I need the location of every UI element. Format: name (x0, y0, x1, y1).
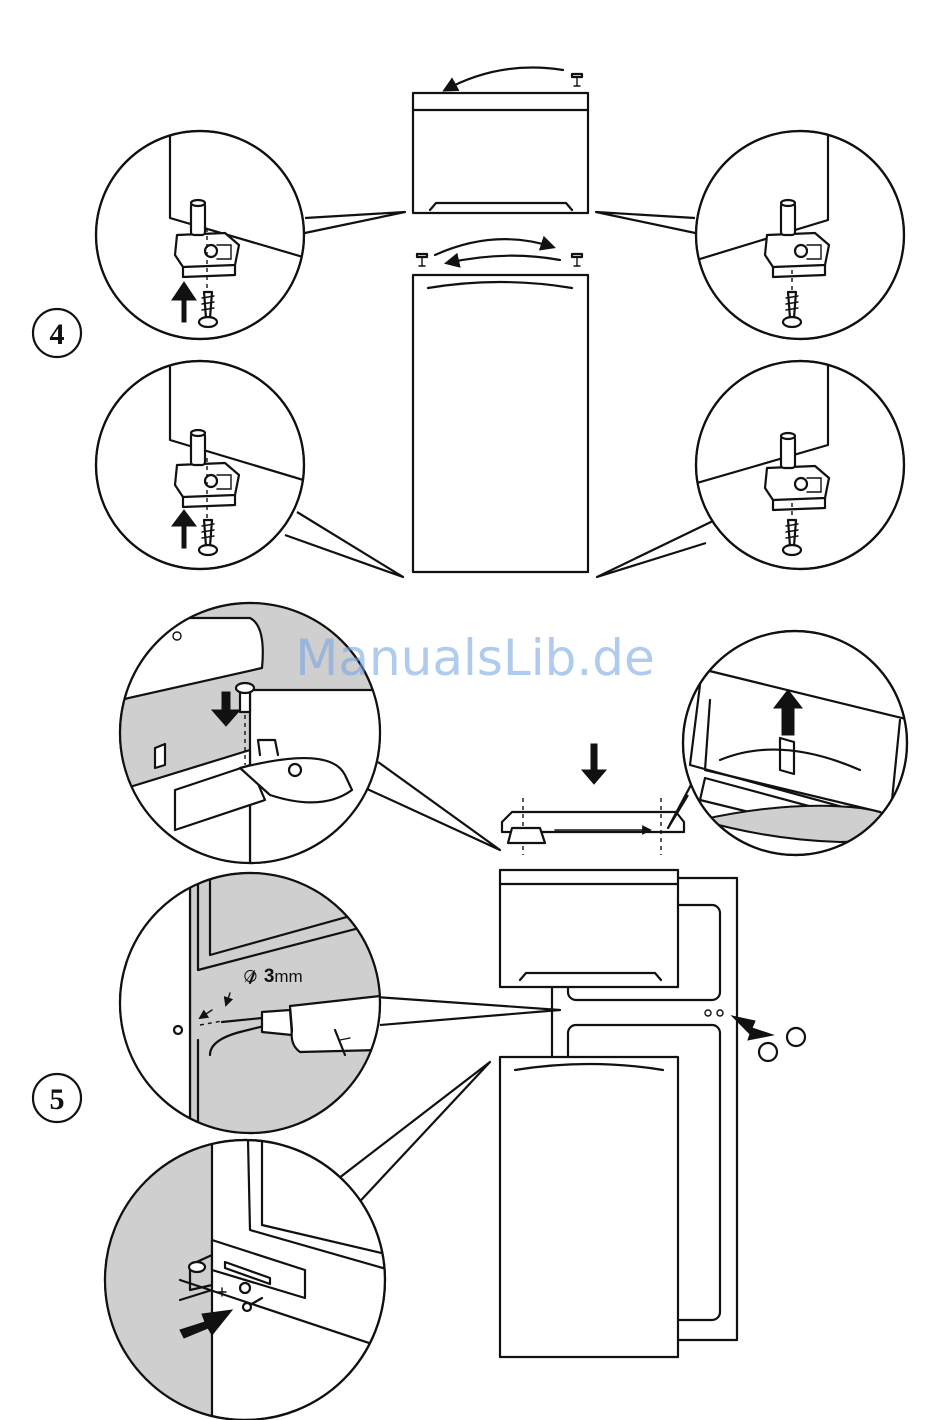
top-cover-panel (502, 744, 684, 855)
plug-cap-icon (787, 1028, 805, 1046)
step-5-group: 5 (33, 600, 910, 1420)
cap-screw-icon (572, 74, 582, 86)
callout-pointer (330, 1062, 490, 1212)
diameter-symbol: ∅ (243, 967, 258, 986)
plug-cap-icon (759, 1043, 777, 1061)
arrow-cap-move-right (435, 239, 553, 255)
drill-size-unit: mm (274, 967, 302, 986)
detail-hinge-bottom-right (690, 361, 904, 569)
freezer-door (413, 93, 588, 213)
step-4-group: 4 (33, 68, 904, 578)
detail-hinge-bottom-left (96, 361, 320, 569)
drill-size-value: 3 (264, 966, 275, 987)
detail-hinge-top-right (690, 130, 904, 339)
callout-pointer (285, 512, 403, 577)
cap-screw-right-icon (572, 254, 582, 266)
fridge-door-step5 (500, 1057, 678, 1357)
arrow-cap-move-left (445, 68, 563, 91)
detail-drilling: ∅ 3mm (110, 870, 390, 1140)
hinge-cover-part (508, 828, 545, 843)
fridge-door (413, 275, 588, 572)
arrow-down-icon (582, 744, 606, 784)
callout-pointer (300, 212, 405, 234)
callout-pointer (596, 212, 700, 234)
cap-screw-left-icon (417, 254, 427, 266)
step-5-number: 5 (50, 1083, 65, 1116)
watermark: ManualsLib.de (295, 629, 655, 687)
arrow-push-icon (732, 1016, 773, 1040)
callout-pointer (597, 520, 715, 577)
detail-cover-removal (683, 631, 910, 855)
arrow-cap-move-back (447, 256, 560, 263)
callout-pointer (376, 997, 560, 1025)
callout-pointer (365, 762, 500, 850)
detail-hinge-top-left (96, 130, 320, 339)
drill-size-label: ∅ 3mm (243, 966, 303, 987)
step-4-number: 4 (50, 318, 65, 351)
detail-bottom-hinge-fix (100, 1140, 390, 1420)
freezer-door-step5 (500, 870, 678, 987)
